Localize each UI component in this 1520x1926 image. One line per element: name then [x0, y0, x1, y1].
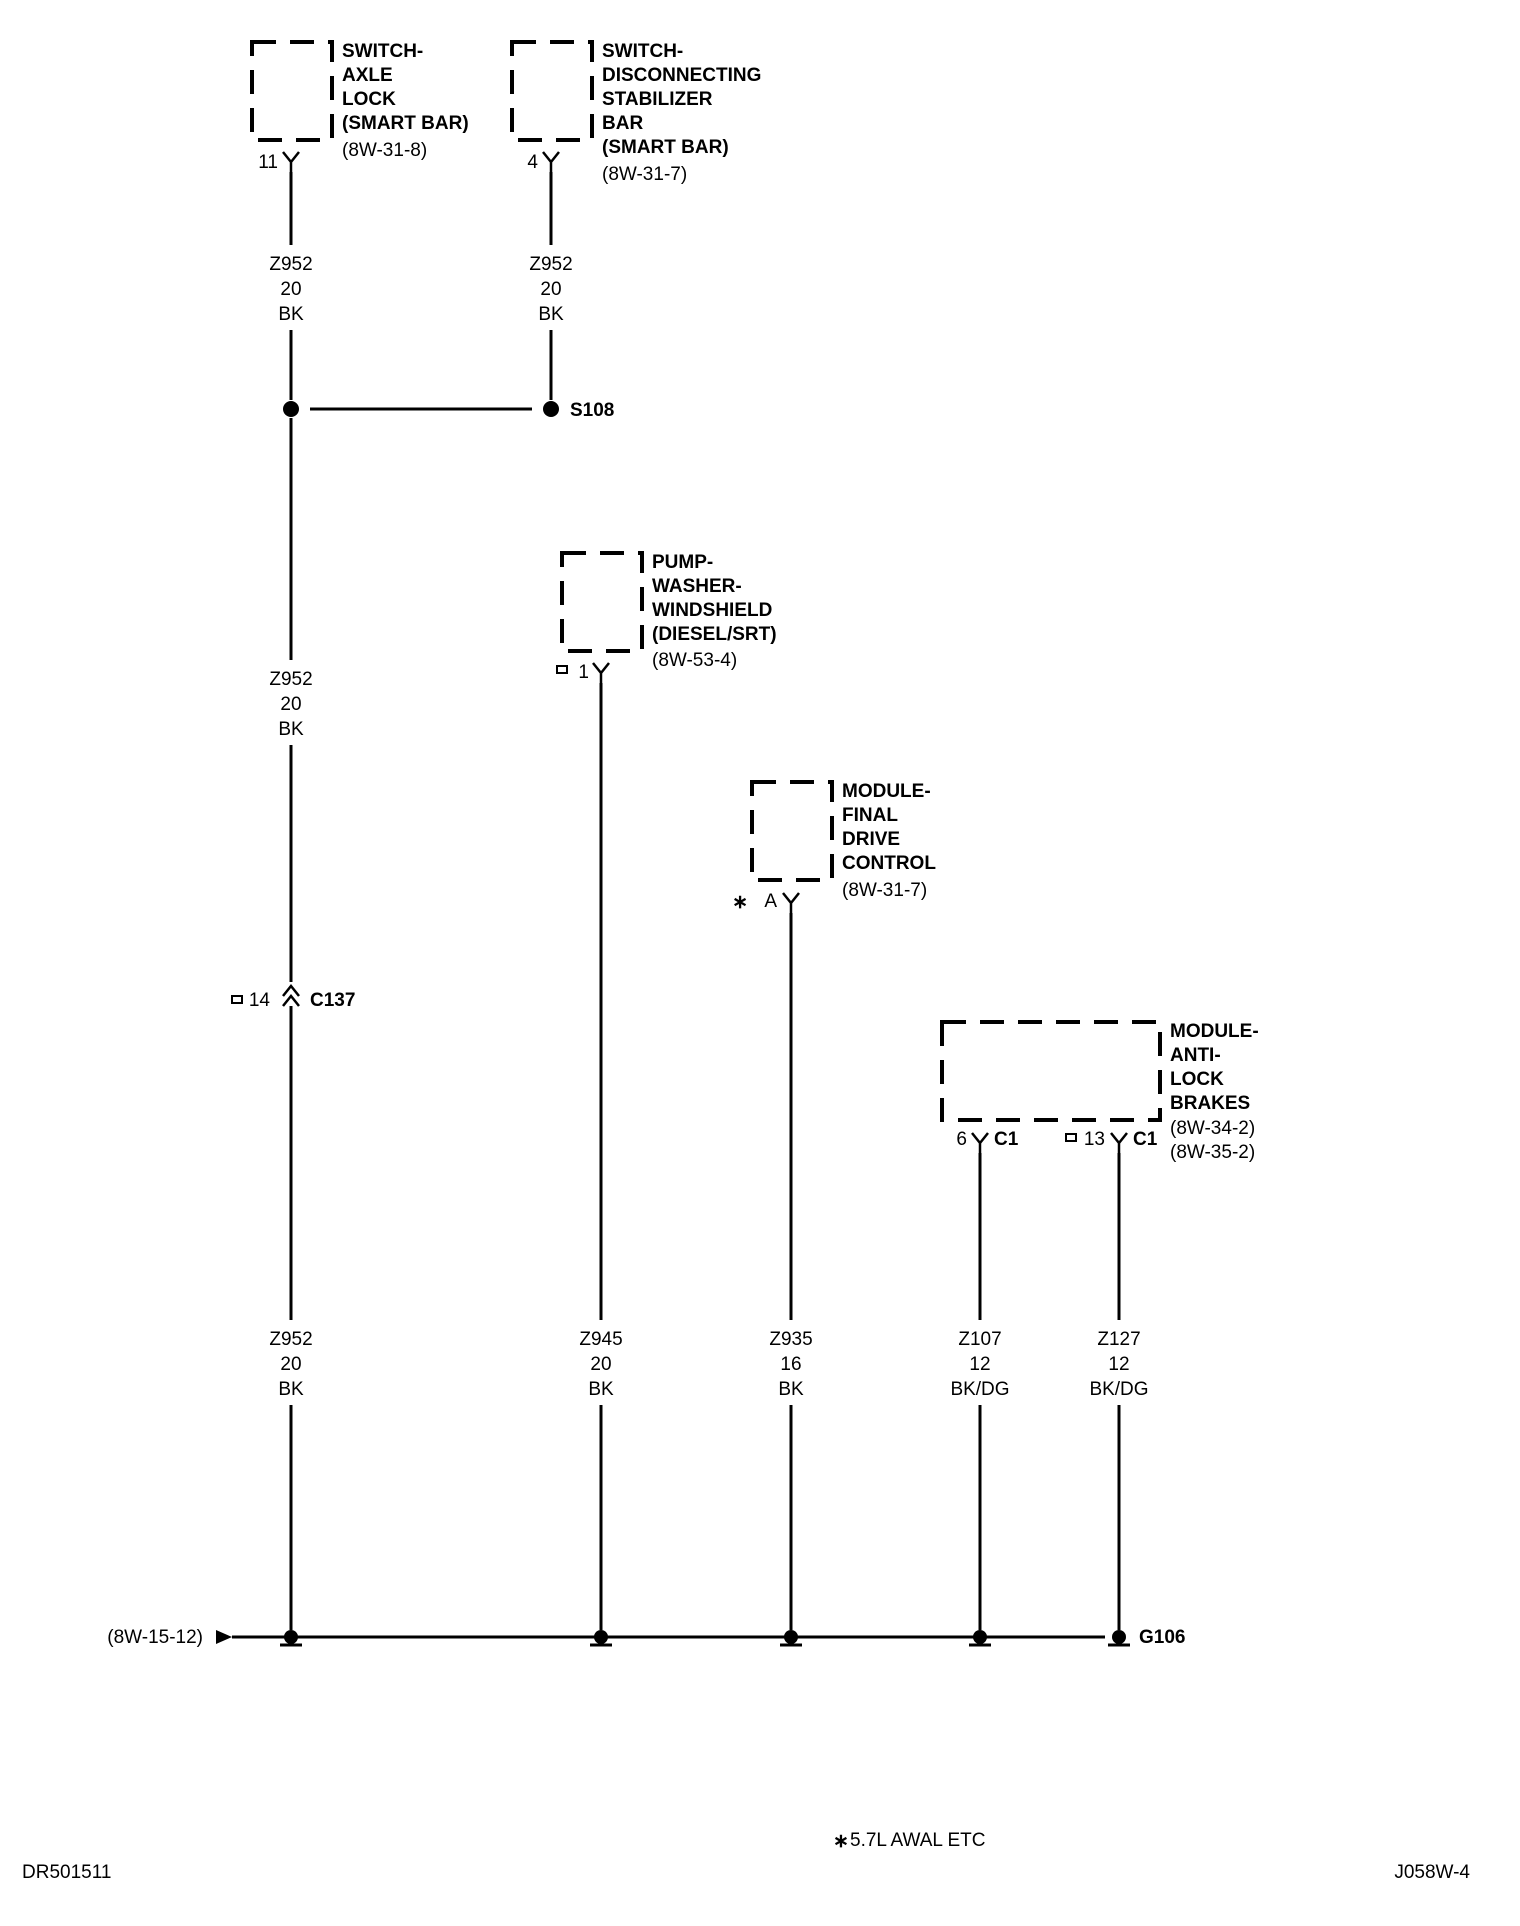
svg-text:(DIESEL/SRT): (DIESEL/SRT) [652, 624, 777, 645]
pin-abs-13: 13 [1084, 1129, 1105, 1150]
wire-label-z952: Z952 20 BK [269, 1329, 312, 1400]
svg-text:BK: BK [778, 1379, 804, 1400]
svg-text:MODULE-: MODULE- [1170, 1021, 1259, 1042]
splice-node [283, 401, 299, 417]
pin-axle-lock: 11 [258, 152, 278, 173]
svg-text:Z945: Z945 [579, 1329, 622, 1350]
ground-node [280, 1630, 1130, 1647]
svg-text:(8W-34-2): (8W-34-2) [1170, 1118, 1255, 1139]
connector-body-icon [231, 995, 243, 1004]
svg-text:20: 20 [540, 279, 561, 300]
svg-text:BK: BK [278, 304, 304, 325]
wire-label-z952: Z952 20 BK [269, 254, 312, 325]
ref-arrow-icon [216, 1630, 232, 1644]
pin-washer-pump: 1 [578, 662, 589, 683]
svg-text:20: 20 [590, 1354, 611, 1375]
svg-text:Z935: Z935 [769, 1329, 812, 1350]
washer-pump-label: PUMP- WASHER- WINDSHIELD (DIESEL/SRT) (8… [652, 552, 777, 671]
pin-stabilizer: 4 [527, 152, 538, 173]
pin-connector-icon [282, 151, 1128, 1153]
svg-text:BRAKES: BRAKES [1170, 1093, 1250, 1114]
svg-text:SWITCH-: SWITCH- [342, 41, 423, 62]
ground-label: G106 [1139, 1627, 1185, 1648]
svg-text:ANTI-: ANTI- [1170, 1045, 1221, 1066]
svg-text:FINAL: FINAL [842, 805, 898, 826]
svg-text:WINDSHIELD: WINDSHIELD [652, 600, 772, 621]
final-drive-label: MODULE- FINAL DRIVE CONTROL (8W-31-7) [842, 781, 936, 901]
splice-label: S108 [570, 400, 614, 421]
connector-body-icon [1065, 1133, 1077, 1142]
wire-label-z952: Z952 20 BK [529, 254, 572, 325]
wire-label-z107: Z107 12 BK/DG [950, 1329, 1009, 1400]
svg-text:(8W-31-7): (8W-31-7) [842, 880, 927, 901]
svg-text:(SMART BAR): (SMART BAR) [342, 113, 469, 134]
wire-label-z945: Z945 20 BK [579, 1329, 622, 1400]
wire-label-z127: Z127 12 BK/DG [1089, 1329, 1148, 1400]
inline-connector-icon [282, 983, 300, 1007]
abs-13-connector: C1 [1133, 1129, 1158, 1150]
svg-text:(8W-35-2): (8W-35-2) [1170, 1142, 1255, 1163]
pin-final-drive: A [764, 891, 777, 912]
footnote-text: 5.7L AWAL ETC [850, 1830, 986, 1851]
svg-text:BK: BK [588, 1379, 614, 1400]
svg-text:16: 16 [780, 1354, 801, 1375]
abs-6-connector: C1 [994, 1129, 1019, 1150]
c137-label: C137 [310, 990, 355, 1011]
footnote-mark: ∗ [732, 892, 748, 913]
svg-text:STABILIZER: STABILIZER [602, 89, 713, 110]
abs-module-box [940, 1020, 1162, 1122]
svg-text:12: 12 [969, 1354, 990, 1375]
doc-id-left: DR501511 [22, 1862, 111, 1883]
svg-text:BK: BK [278, 1379, 304, 1400]
final-drive-module-box [750, 780, 834, 882]
svg-text:BK: BK [538, 304, 564, 325]
pin-abs-6: 6 [956, 1129, 967, 1150]
axle-lock-switch-box [250, 40, 334, 142]
svg-text:(8W-53-4): (8W-53-4) [652, 650, 737, 671]
connector-body-icon [556, 665, 568, 674]
svg-text:BAR: BAR [602, 113, 643, 134]
svg-text:BK/DG: BK/DG [950, 1379, 1009, 1400]
svg-text:(8W-31-8): (8W-31-8) [342, 140, 427, 161]
footnote-mark: ∗ [833, 1831, 849, 1852]
svg-text:PUMP-: PUMP- [652, 552, 713, 573]
svg-text:Z952: Z952 [269, 1329, 312, 1350]
svg-text:12: 12 [1108, 1354, 1129, 1375]
wire-label-z952: Z952 20 BK [269, 669, 312, 740]
stabilizer-label: SWITCH- DISCONNECTING STABILIZER BAR (SM… [602, 41, 761, 185]
svg-text:BK: BK [278, 719, 304, 740]
svg-text:CONTROL: CONTROL [842, 853, 936, 874]
svg-text:(SMART BAR): (SMART BAR) [602, 137, 729, 158]
svg-text:LOCK: LOCK [1170, 1069, 1224, 1090]
svg-text:20: 20 [280, 694, 301, 715]
axle-lock-label: SWITCH- AXLE LOCK (SMART BAR) (8W-31-8) [342, 41, 469, 161]
svg-text:(8W-31-7): (8W-31-7) [602, 164, 687, 185]
svg-text:DRIVE: DRIVE [842, 829, 900, 850]
svg-text:Z952: Z952 [269, 254, 312, 275]
svg-text:20: 20 [280, 279, 301, 300]
svg-text:DISCONNECTING: DISCONNECTING [602, 65, 761, 86]
svg-text:20: 20 [280, 1354, 301, 1375]
svg-text:Z952: Z952 [269, 669, 312, 690]
svg-text:SWITCH-: SWITCH- [602, 41, 683, 62]
svg-text:AXLE: AXLE [342, 65, 393, 86]
svg-text:LOCK: LOCK [342, 89, 396, 110]
stabilizer-switch-box [510, 40, 594, 142]
svg-text:BK/DG: BK/DG [1089, 1379, 1148, 1400]
doc-id-right: J058W-4 [1394, 1862, 1470, 1883]
washer-pump-box [560, 551, 644, 653]
svg-text:MODULE-: MODULE- [842, 781, 931, 802]
svg-text:Z952: Z952 [529, 254, 572, 275]
c137-pin: 14 [249, 990, 271, 1011]
wire-label-z935: Z935 16 BK [769, 1329, 812, 1400]
svg-text:Z127: Z127 [1097, 1329, 1140, 1350]
abs-label: MODULE- ANTI- LOCK BRAKES (8W-34-2) (8W-… [1170, 1021, 1259, 1163]
svg-text:Z107: Z107 [958, 1329, 1001, 1350]
splice-node [543, 401, 559, 417]
svg-text:WASHER-: WASHER- [652, 576, 742, 597]
ref-arrow-label: (8W-15-12) [107, 1627, 203, 1648]
